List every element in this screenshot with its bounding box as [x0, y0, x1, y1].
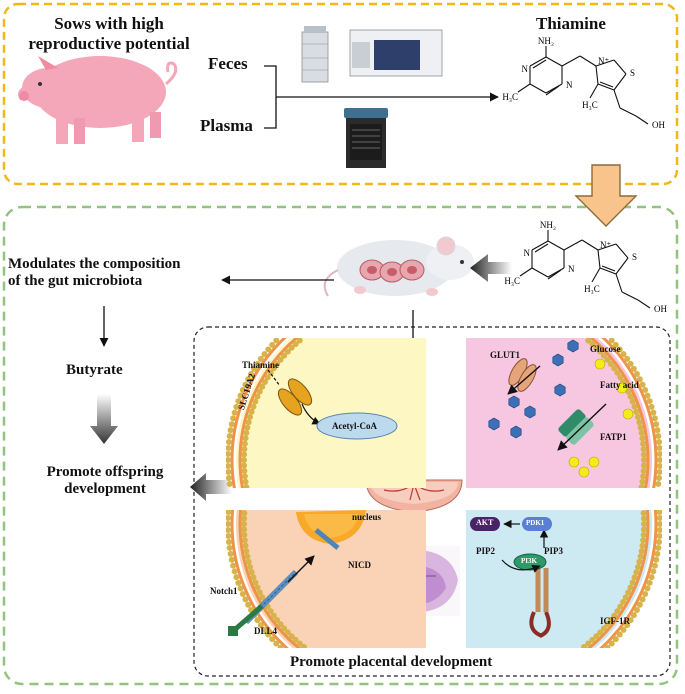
igf1r-label: IGF-1R [600, 616, 630, 626]
butyrate-label: Butyrate [66, 362, 123, 378]
chem-label-n2: N [568, 264, 575, 274]
chem-label-nh2: NH₂ [538, 36, 554, 46]
promote-offspring-line-1: Promote offspring [46, 464, 164, 480]
pig-icon [18, 56, 178, 144]
thiamine-structure-repeat: NH₂ N N N⁺ S H₃C H₃C OH [504, 220, 667, 314]
chem-label-nplus: N⁺ [598, 56, 609, 66]
sows-label-line-2: reproductive potential [28, 33, 190, 53]
analyzer-instrument-icon [344, 108, 388, 168]
akt-label: AKT [476, 518, 494, 527]
acetyl-coa-node [316, 412, 398, 440]
pip2-to-pip3-arrows [501, 519, 549, 573]
mouse-icon [323, 236, 477, 297]
sows-label-line-1: Sows with high [54, 14, 164, 33]
hplc-instrument-icon [301, 26, 329, 83]
placental-title: Promote placental development [290, 654, 493, 670]
acetyl-coa-label: Acetyl-CoA [332, 421, 377, 431]
pip2-label: PIP2 [476, 546, 495, 556]
chem-label-nh2: NH₂ [540, 220, 556, 230]
glucose-molecules [488, 339, 579, 439]
chem-label-oh: OH [652, 120, 665, 130]
thiamine-structure: NH₂ N N N⁺ S H₃C H₃C OH [502, 36, 665, 130]
modulates-label: Modulates the composition of the gut mic… [8, 256, 181, 291]
promote-offspring-label: Promote offspring development [20, 464, 190, 499]
promote-offspring-line-2: development [64, 481, 146, 498]
glut1-label: GLUT1 [490, 350, 521, 360]
thiamine-to-mouse-arrow [470, 254, 512, 282]
placenta-to-offspring-arrow [190, 473, 232, 501]
chem-label-n2: N [566, 80, 573, 90]
fatp1-transporter-icon [557, 403, 607, 451]
sample-brace [264, 65, 499, 129]
chem-label-ch3a: H₃C [502, 92, 518, 102]
thiamine-cell-label: Thiamine [242, 360, 280, 370]
placental-panel-border [193, 326, 671, 677]
sows-label: Sows with high reproductive potential [16, 14, 202, 53]
chem-label-s: S [630, 68, 635, 78]
top-panel-border [2, 2, 679, 186]
akt-node [470, 517, 500, 531]
slc19a2-transporter-icon [267, 369, 321, 425]
thiamine-title: Thiamine [536, 14, 606, 33]
pi3k-label: PI3K [521, 557, 537, 565]
pip3-label: PIP3 [544, 546, 563, 556]
slc19a2-cell [226, 338, 426, 488]
dll4-label: DLL4 [254, 626, 278, 636]
modulates-line-2: of the gut microbiota [8, 273, 143, 290]
chem-label-ch3b: H₃C [584, 284, 600, 294]
notch1-label: Notch1 [210, 586, 238, 596]
chem-label-n1: N [522, 64, 529, 74]
modulates-line-1: Modulates the composition [8, 256, 181, 272]
chem-label-ch3b: H₃C [582, 100, 598, 110]
mass-spectrometer-icon [349, 29, 443, 77]
dll4-ligand-icon [228, 604, 264, 636]
nucleus-label: nucleus [352, 512, 382, 522]
pdk1-label: PDK1 [526, 519, 545, 527]
chem-label-n1: N [524, 248, 531, 258]
chem-label-nplus: N⁺ [600, 240, 611, 250]
fatp1-label: FATP1 [600, 432, 627, 442]
igf1r-cell [466, 510, 662, 648]
glut1-transporter-icon [507, 358, 541, 395]
feces-label: Feces [208, 54, 248, 73]
chem-label-oh: OH [654, 304, 667, 314]
glucose-label: Glucose [590, 344, 621, 354]
fatty-acid-label: Fatty acid [600, 380, 639, 390]
pdk1-node [522, 517, 552, 531]
bottom-panel-border [2, 205, 679, 686]
big-down-arrow [574, 164, 638, 227]
nicd-icon [314, 528, 340, 550]
plasma-label: Plasma [200, 116, 253, 135]
chem-label-ch3a: H₃C [504, 276, 520, 286]
igf1r-receptor-icon [529, 568, 551, 638]
butyrate-to-offspring-arrow [90, 394, 118, 444]
fatty-acid-molecules [568, 358, 634, 478]
nicd-label: NICD [348, 560, 372, 570]
notch1-cell [226, 510, 426, 648]
chem-label-s: S [632, 252, 637, 262]
